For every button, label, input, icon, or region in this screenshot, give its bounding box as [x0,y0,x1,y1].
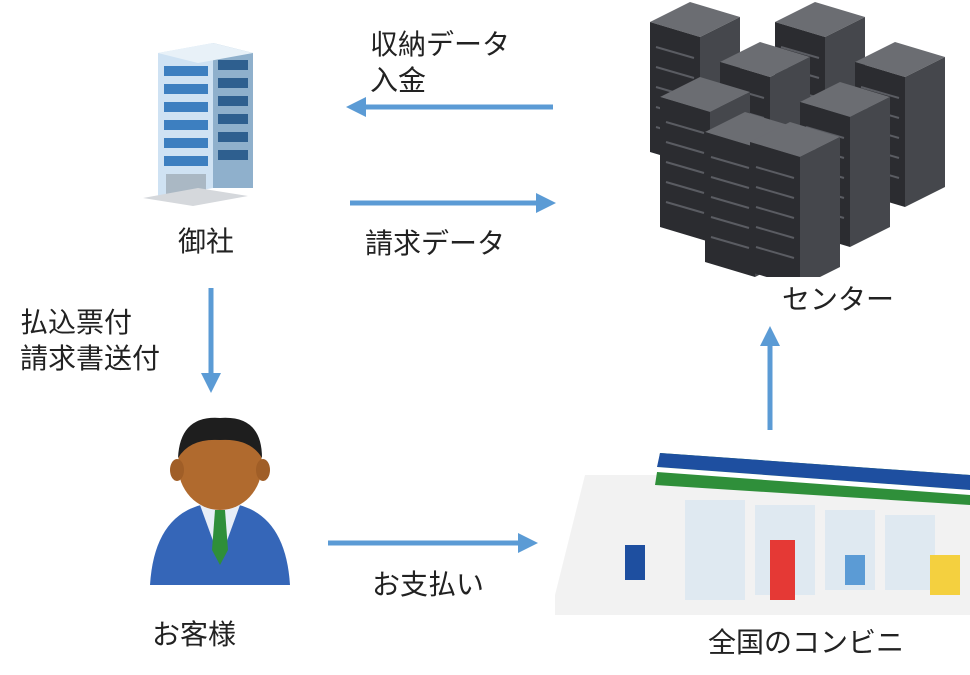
flow-label-line: 入金 [370,64,427,97]
arrow-head [518,533,538,553]
flow-label-line: 払込票付 [20,306,133,339]
company-label: 御社 [178,225,235,258]
convenience-store-icon [555,453,970,615]
arrow-head [536,193,556,213]
customer-label: お客様 [152,618,237,651]
flow-label-line: 収納データ [370,28,511,61]
server-rack-icon [650,2,946,277]
store-label: 全国のコンビニ [708,626,905,659]
arrow-head [201,373,221,393]
arrow-head [760,326,780,346]
office-building-icon [143,43,253,206]
flow-label-line: 請求書送付 [20,342,161,375]
person-icon [150,417,290,585]
flow-label-customer-to-store: お支払い [372,568,485,601]
arrow-head [346,97,366,117]
flow-label-company-to-center: 請求データ [365,227,506,260]
flow-label-company-to-customer: 払込票付 請求書送付 [20,305,160,377]
center-label: センター [782,283,895,316]
flow-label-center-to-company: 収納データ 入金 [370,27,510,99]
